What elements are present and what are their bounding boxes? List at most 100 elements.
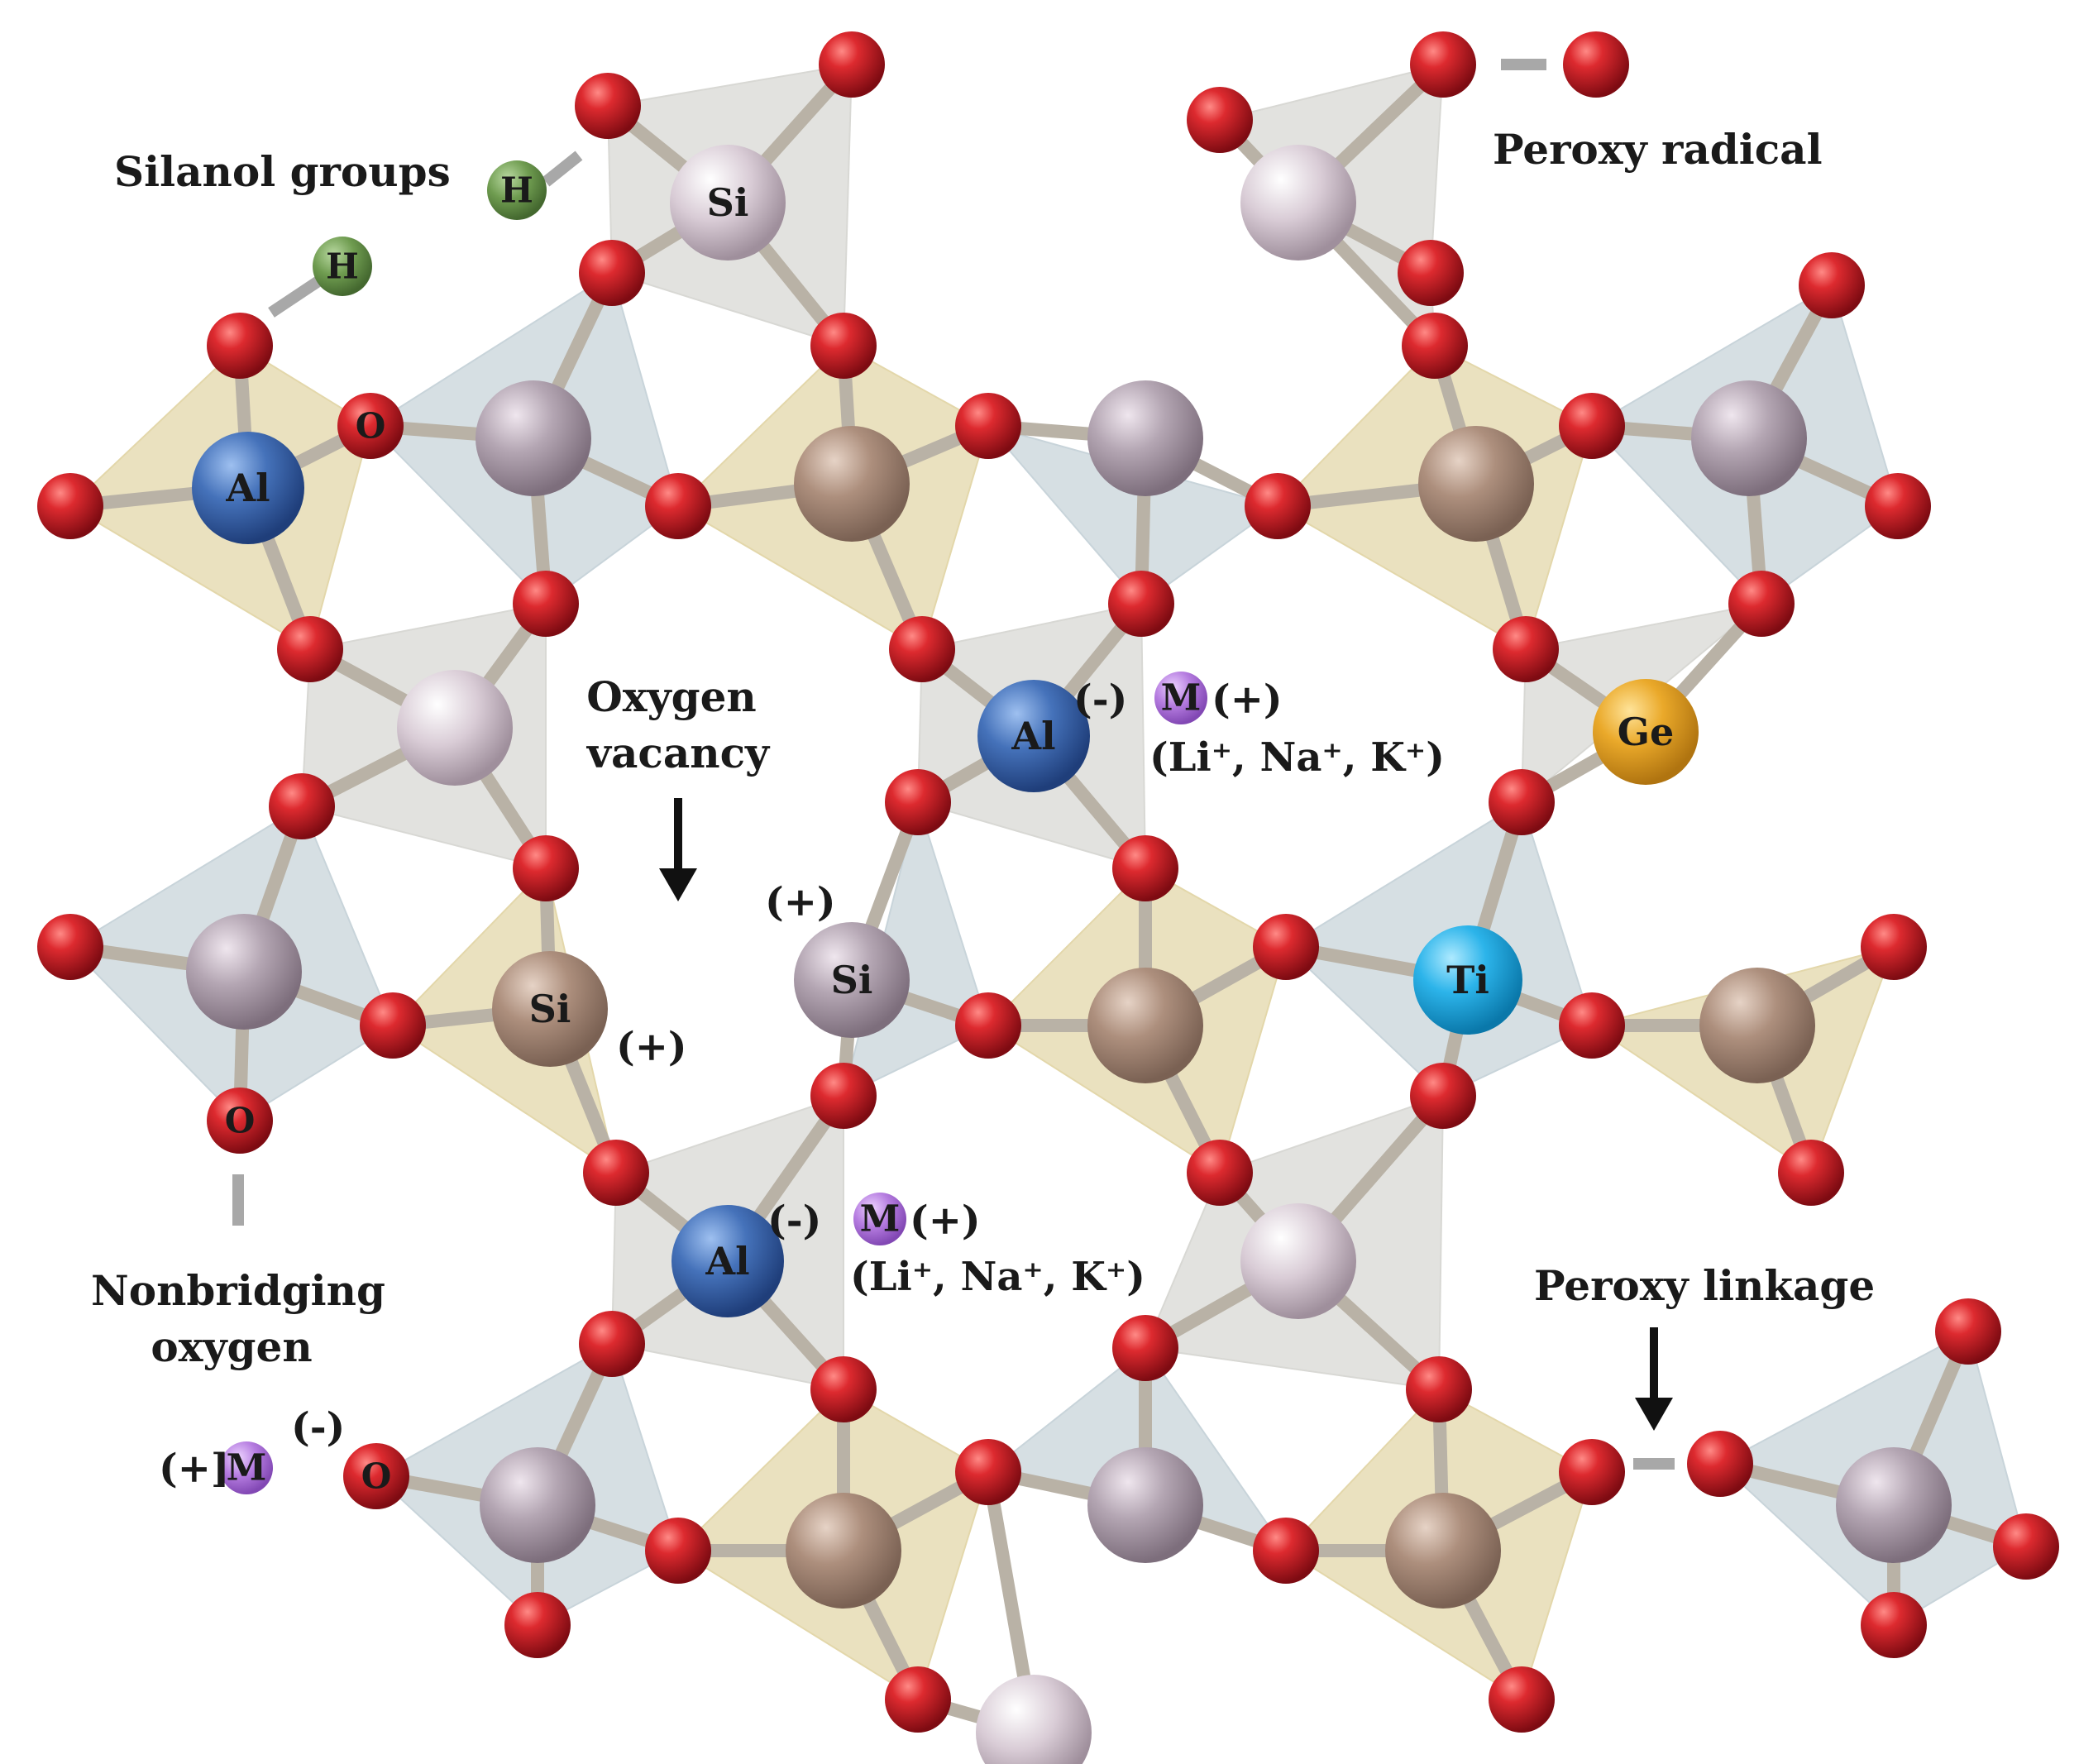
oh-bond	[542, 151, 583, 187]
oxygen-atom	[1406, 1356, 1472, 1422]
si-atom-label: Si	[529, 987, 571, 1031]
nonbridging-oxygen-label-line2: oxygen	[151, 1322, 312, 1371]
oxygen-atom	[37, 473, 103, 539]
si-atom	[1240, 145, 1356, 261]
oxygen-atom	[360, 992, 426, 1059]
si-atom	[1836, 1447, 1952, 1563]
oxygen-atom	[37, 914, 103, 980]
oxygen-atom	[819, 31, 885, 98]
si-atom-label: Si	[707, 180, 749, 225]
oxygen-atom	[1489, 1666, 1555, 1733]
si-atom	[492, 951, 608, 1067]
si-atom	[1240, 1203, 1356, 1319]
oxygen-atom	[1493, 616, 1559, 682]
oxygen-atom	[1410, 1063, 1476, 1129]
oxygen-atom	[1245, 473, 1311, 539]
al-charge-minus: (-)	[767, 1198, 821, 1244]
hydrogen-label: H	[500, 170, 533, 211]
oxygen-atom	[1799, 252, 1865, 318]
oxygen-atom	[1687, 1431, 1753, 1497]
si-atom-label: Si	[831, 958, 873, 1002]
oxygen-atom	[645, 1518, 711, 1584]
metal-ion-label: M	[860, 1198, 901, 1241]
oxygen-atom	[955, 992, 1021, 1059]
si-atom	[476, 380, 591, 496]
oxygen-atom	[207, 1088, 273, 1154]
oxygen-atom	[1559, 393, 1625, 459]
nbo-metal-charge-plus: (+]	[159, 1446, 230, 1492]
oxygen-atom	[1253, 1518, 1319, 1584]
oxygen-atom	[1398, 240, 1464, 306]
si-atom	[480, 1447, 595, 1563]
oh-bond	[268, 276, 322, 318]
oxygen-atom	[1935, 1298, 2001, 1365]
oxygen-atom	[1559, 1439, 1625, 1505]
peroxy-linkage-arrow	[1635, 1327, 1673, 1431]
al-atom-label: Al	[225, 466, 270, 510]
oxygen-atom	[1187, 1140, 1253, 1206]
nbo-charge-minus: (-)	[291, 1404, 345, 1451]
peroxy-linkage-label: Peroxy linkage	[1534, 1261, 1875, 1310]
oxygen-atom	[1108, 571, 1174, 637]
oxygen-atom	[810, 313, 877, 379]
oxygen-atom	[1402, 313, 1468, 379]
oxygen-atom-label: O	[361, 1456, 392, 1497]
hydrogen-label: H	[326, 246, 359, 287]
oxygen-atoms-layer: OOO	[37, 31, 2059, 1733]
oxygen-atom	[1563, 31, 1629, 98]
ge-atom-label: Ge	[1618, 710, 1675, 754]
oxygen-atom	[955, 1439, 1021, 1505]
si-atom	[976, 1675, 1092, 1764]
oxygen-atom	[337, 393, 404, 459]
hydrogen-atom	[313, 237, 372, 296]
si-atom	[794, 426, 910, 542]
si-atom	[786, 1493, 901, 1609]
si-atom	[1087, 1447, 1203, 1563]
metal-ion	[853, 1193, 906, 1245]
metal-ion-label: M	[1161, 677, 1202, 719]
si-atom	[186, 914, 302, 1030]
oxygen-atom	[1865, 473, 1931, 539]
oxygen-atom	[1861, 914, 1927, 980]
metal-ion	[220, 1441, 273, 1494]
oxygen-atom-label: O	[225, 1101, 256, 1141]
oxygen-vacancy-arrow	[659, 798, 697, 901]
alkali-ions-label: (Li⁺, Na⁺, K⁺)	[850, 1254, 1145, 1300]
al-atom-label: Al	[1011, 714, 1055, 758]
vacancy-charge-plus: (+)	[616, 1024, 687, 1070]
al-atom	[192, 432, 304, 544]
si-atom	[670, 145, 786, 261]
metal-charge-plus: (+)	[910, 1198, 981, 1244]
oxygen-atom	[1112, 1315, 1178, 1381]
oxygen-vacancy-label-line1: Oxygen	[586, 672, 757, 721]
alkali-ions-label: (Li⁺, Na⁺, K⁺)	[1149, 734, 1445, 781]
oxygen-atom	[810, 1063, 877, 1129]
si-atom	[1691, 380, 1807, 496]
oxygen-atom	[343, 1443, 409, 1509]
si-atom	[1385, 1493, 1501, 1609]
metal-ion	[1154, 672, 1207, 724]
oxygen-atom	[504, 1592, 571, 1658]
silanol-groups-label: Silanol groups	[114, 147, 451, 196]
oxygen-atom	[513, 835, 579, 901]
oxygen-atom	[885, 769, 951, 835]
metal-charge-plus: (+)	[1212, 676, 1283, 723]
si-atom	[397, 670, 513, 786]
oxygen-atom	[889, 616, 955, 682]
oxygen-atom	[1728, 571, 1795, 637]
oxygen-atom	[810, 1356, 877, 1422]
oxygen-atom	[1559, 992, 1625, 1059]
oxygen-atom	[1253, 914, 1319, 980]
oxygen-atom	[207, 313, 273, 379]
nonbridging-oxygen-label-line1: Nonbridging	[91, 1266, 385, 1315]
oxygen-atom	[1187, 87, 1253, 153]
oxygen-atom	[885, 1666, 951, 1733]
si-atom	[1087, 968, 1203, 1083]
ti-atom	[1413, 925, 1522, 1035]
hydrogen-atom	[487, 160, 547, 220]
si-atom	[794, 922, 910, 1038]
oxygen-atom	[1410, 31, 1476, 98]
oxygen-atom	[1861, 1592, 1927, 1658]
